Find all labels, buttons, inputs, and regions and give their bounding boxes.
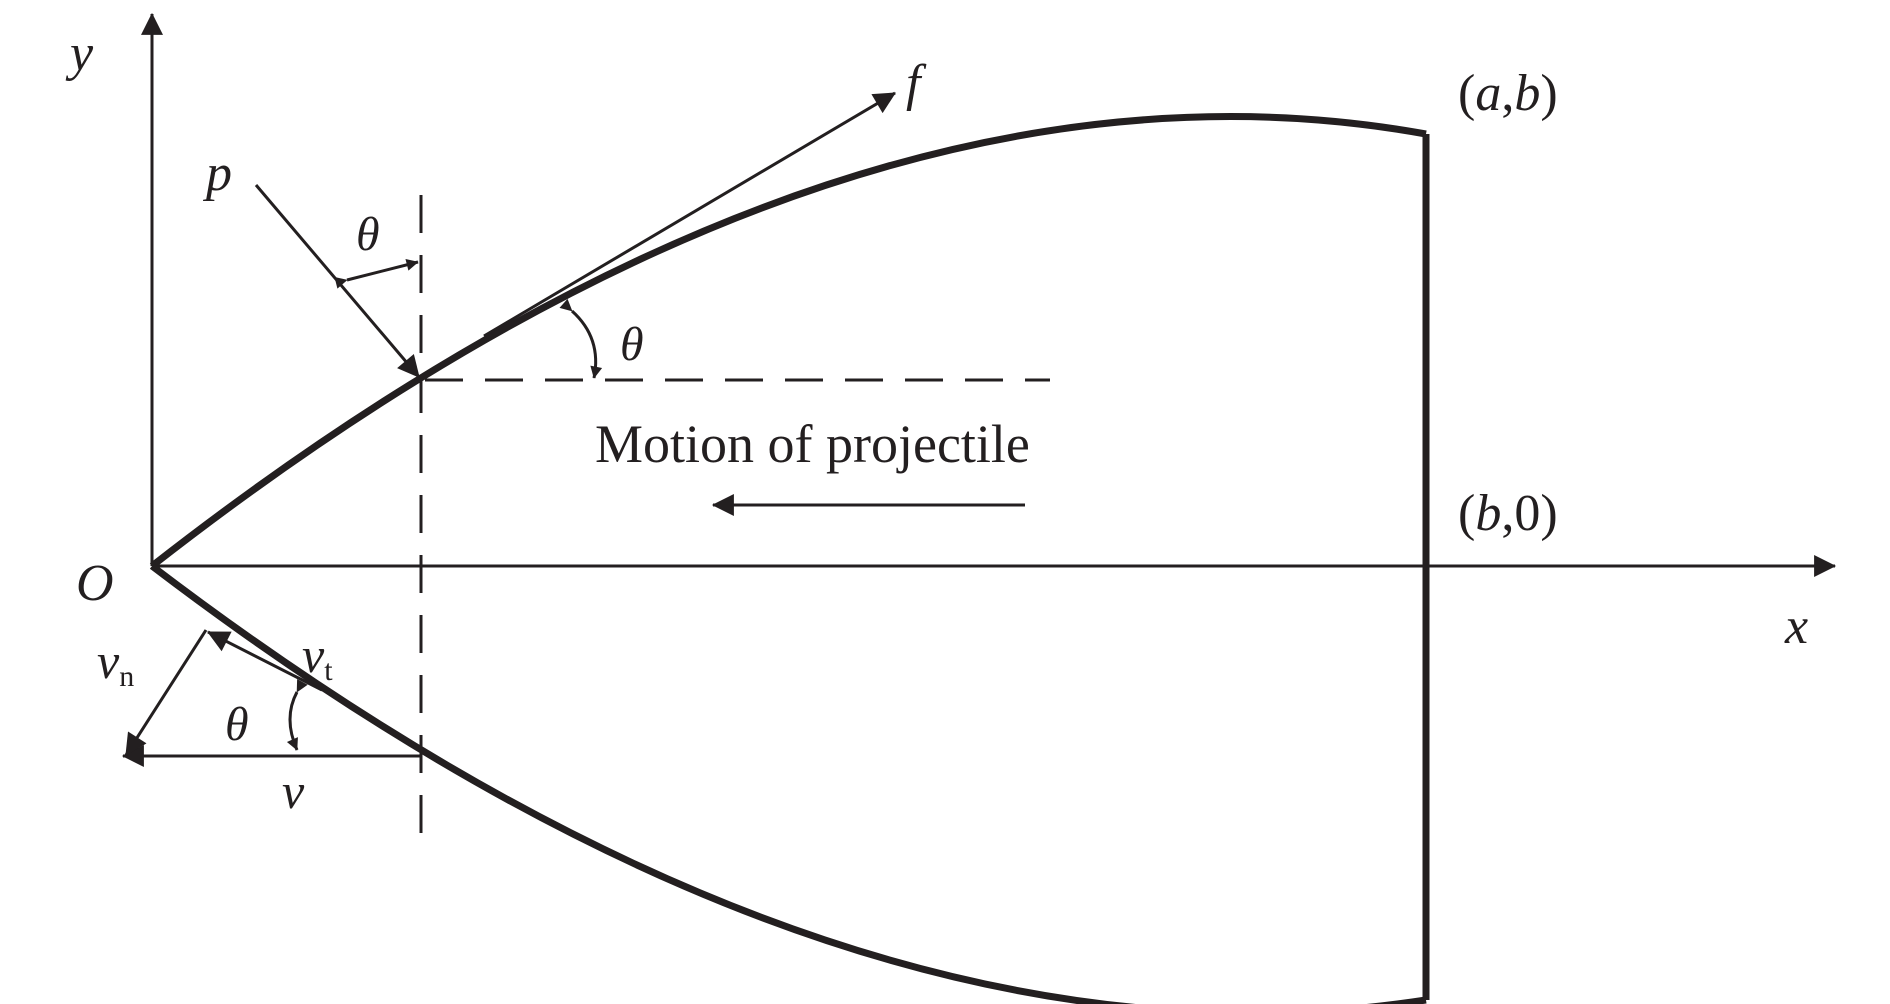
point-b0-label: (b,0) [1458,485,1558,542]
theta-label-tangent: θ [620,318,644,371]
friction-force-arrow [483,91,896,338]
velocity-label: v [282,763,305,819]
theta-tangent-arc [559,298,603,379]
pressure-force-arrow [254,184,421,378]
point-ab-label: (a,b) [1458,65,1558,122]
theta-label-top: θ [356,208,380,261]
theta-velocity-arc [286,679,308,751]
x-axis-label: x [1784,598,1808,655]
friction-force-label: f [906,55,927,112]
motion-label: Motion of projectile [595,414,1030,474]
theta-label-velocity: θ [225,698,249,751]
normal-velocity-arrow [124,629,208,756]
tangential-velocity-label: vt [302,627,333,687]
tangential-velocity-arrow [207,630,323,692]
origin-label: O [76,555,114,612]
theta-indicator-arrow-top [334,258,419,289]
projectile-upper-contour [149,113,1427,569]
normal-velocity-label: vn [97,633,134,693]
projectile-lower-contour [149,563,1427,1004]
pressure-force-label: p [202,145,232,202]
y-axis-label: y [65,25,94,82]
